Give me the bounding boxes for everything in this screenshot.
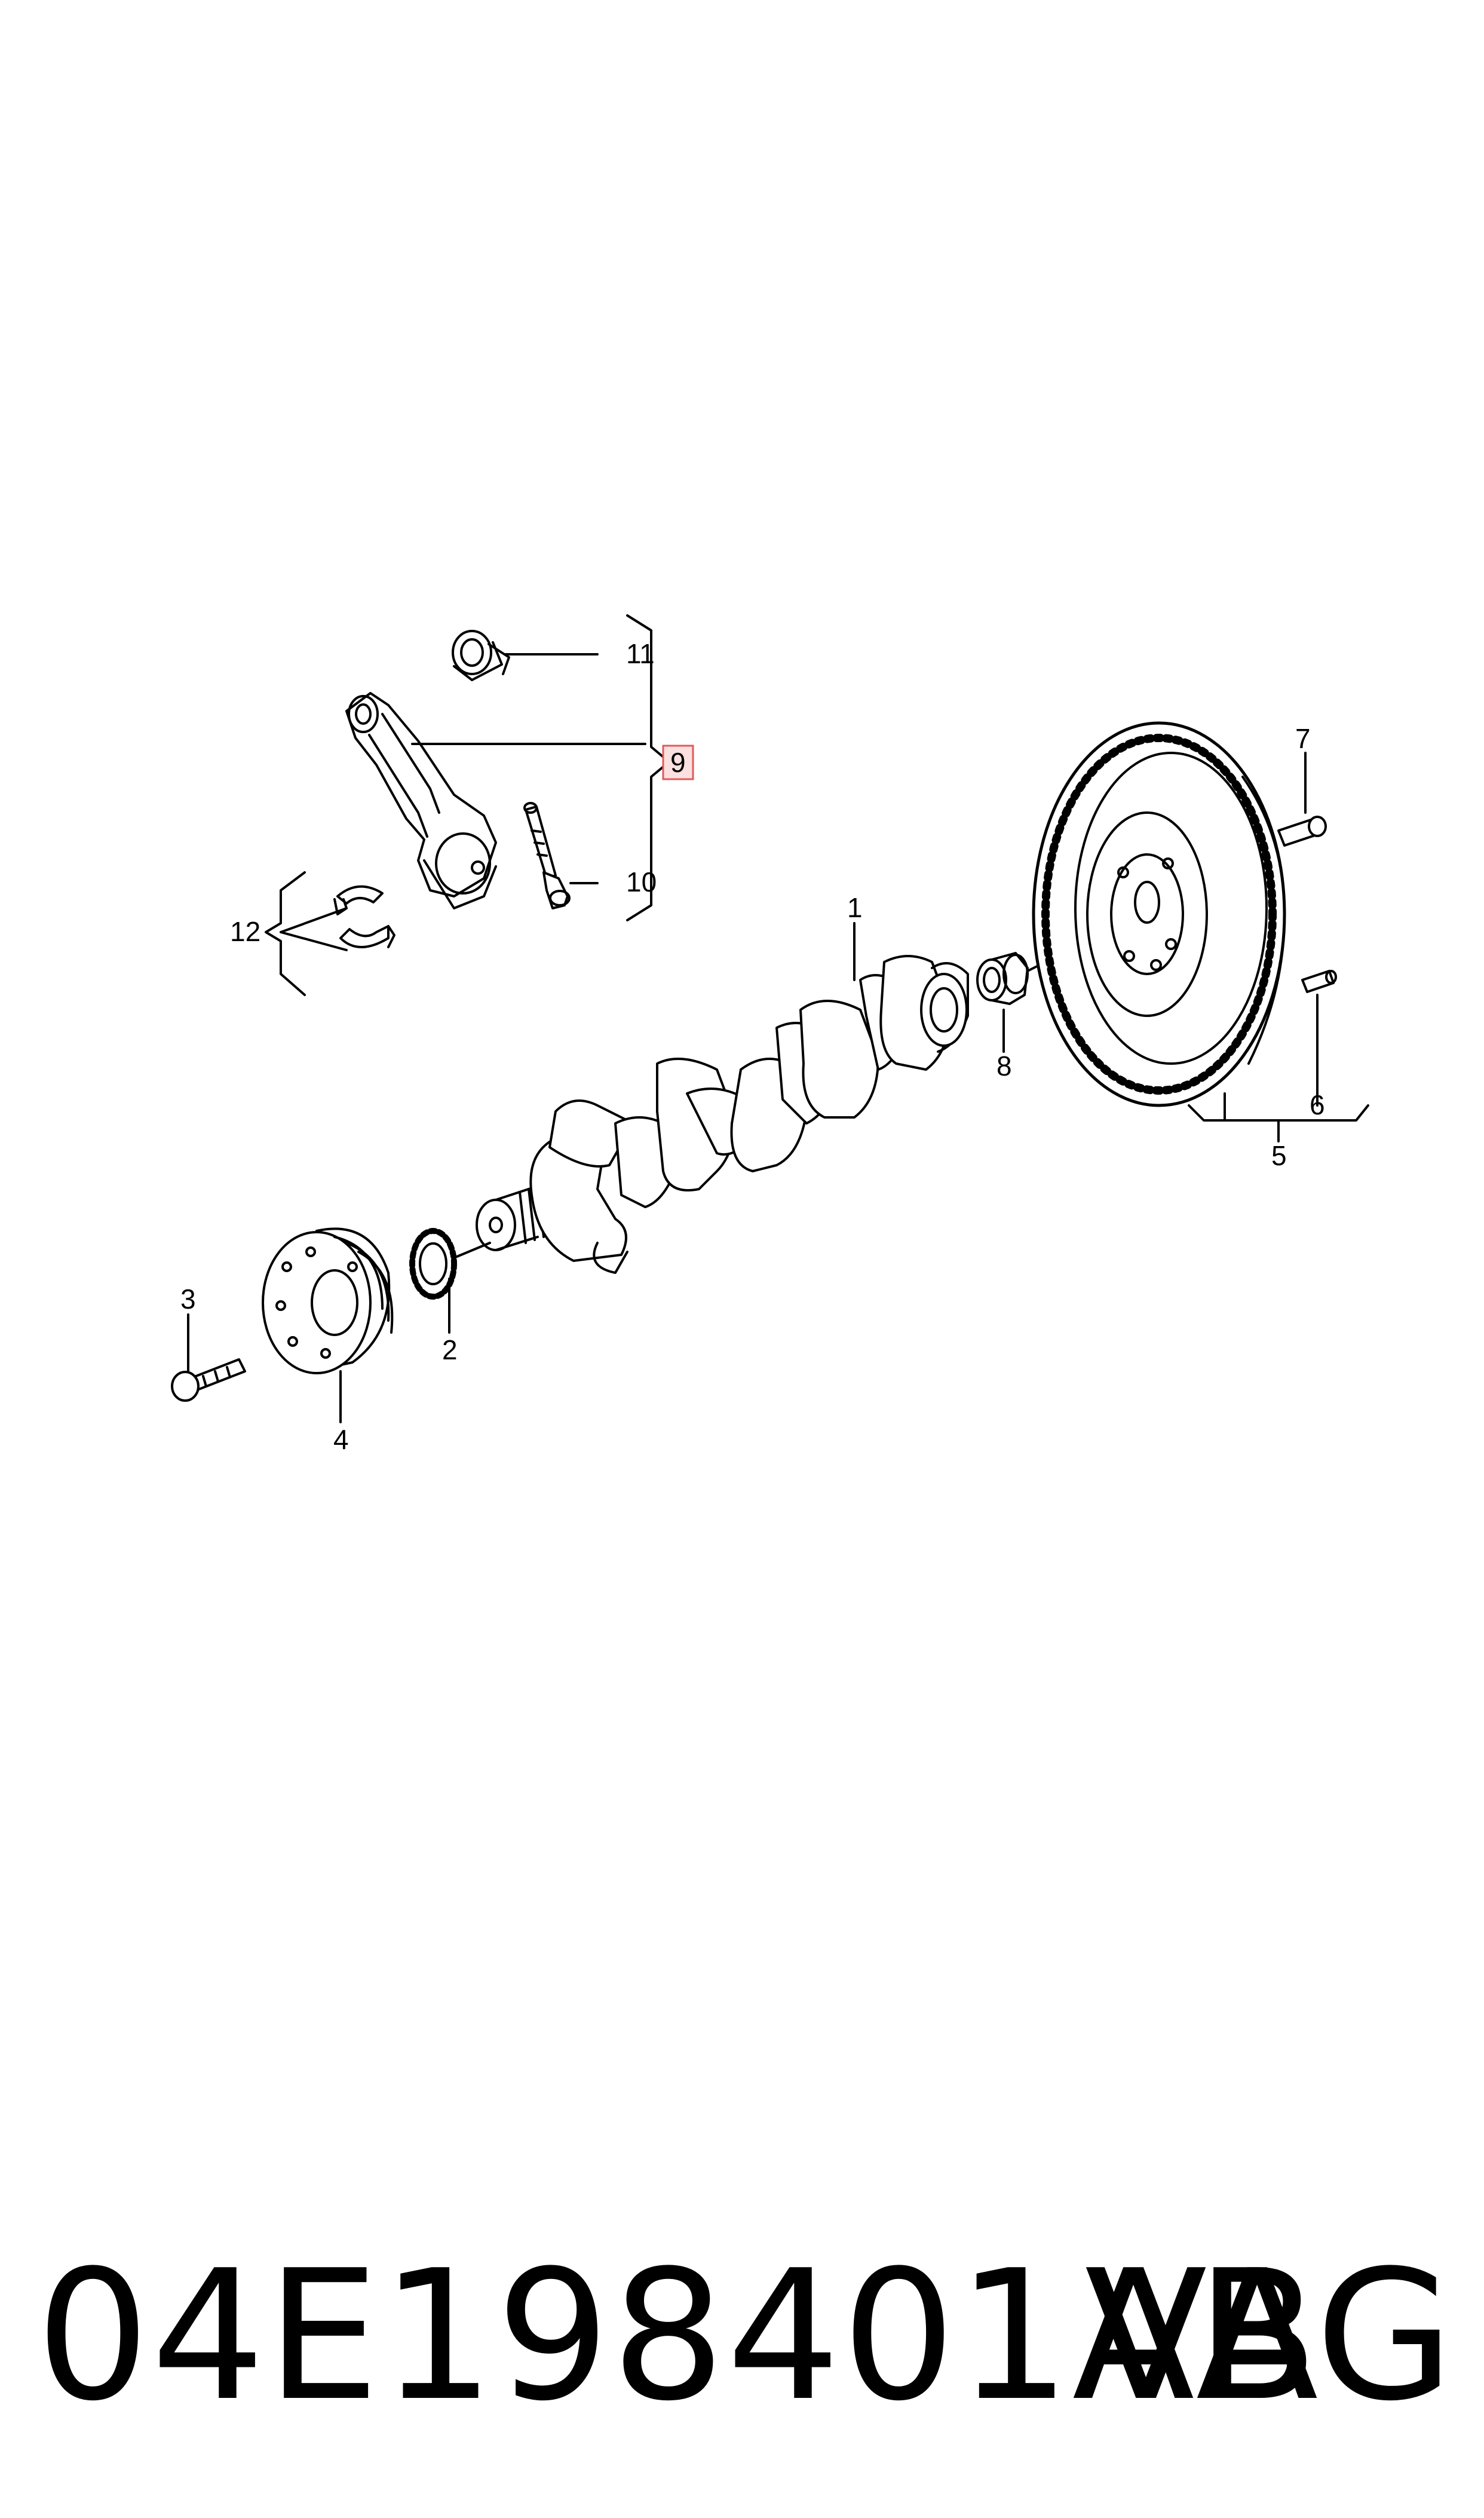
dowel-pin-icon <box>1301 970 1337 993</box>
callout-2[interactable]: 2 <box>442 1334 458 1365</box>
flywheel-icon <box>1032 721 1286 1107</box>
leader-2b <box>453 1242 491 1259</box>
callout-9-highlight <box>662 745 694 780</box>
footer-caption: 04E198401AB VAG <box>0 2223 1484 2450</box>
part-number: 04E198401AB <box>36 2232 1320 2440</box>
group-brace-5 <box>1188 1104 1369 1122</box>
callout-9[interactable]: 9 <box>670 747 686 778</box>
leader-12b <box>280 931 348 951</box>
needle-bearing-icon <box>976 952 1029 1005</box>
callout-11[interactable]: 11 <box>626 638 655 669</box>
bearing-shells-icon <box>333 885 395 948</box>
flywheel-bolt-icon <box>1277 816 1327 847</box>
leader-12a <box>280 907 348 933</box>
callout-12[interactable]: 12 <box>230 916 260 947</box>
callout-7[interactable]: 7 <box>1295 723 1311 754</box>
small-end-bush-icon <box>452 630 510 681</box>
callout-10[interactable]: 10 <box>626 866 657 897</box>
group-brace-12 <box>265 871 306 996</box>
rod-bolt-icon <box>523 802 571 909</box>
callout-8[interactable]: 8 <box>997 1050 1012 1082</box>
parts-diagram: 11 9 10 12 1 7 8 6 5 2 3 4 <box>171 614 1369 1455</box>
callout-6[interactable]: 6 <box>1310 1089 1325 1120</box>
callout-5[interactable]: 5 <box>1271 1140 1287 1171</box>
callout-1[interactable]: 1 <box>847 892 863 923</box>
crankshaft-icon <box>476 955 969 1274</box>
pulley-bolt-icon <box>171 1358 246 1402</box>
callout-3[interactable]: 3 <box>180 1283 196 1315</box>
connecting-rod-icon <box>345 692 497 909</box>
timing-sprocket-icon <box>409 1228 457 1300</box>
callout-4[interactable]: 4 <box>333 1424 349 1455</box>
brand-name: VAG <box>1084 2232 1454 2440</box>
crank-pulley-icon <box>262 1227 394 1374</box>
